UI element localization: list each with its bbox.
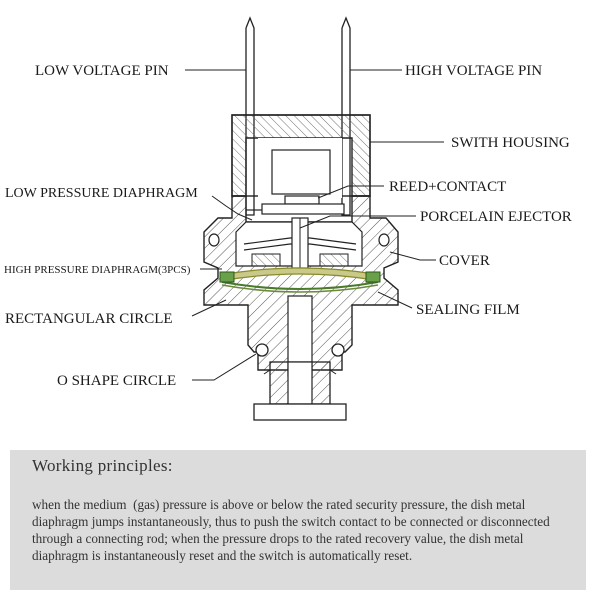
principles-body: when the medium (gas) pressure is above … (32, 497, 550, 563)
label-low-pressure-diaphragm: LOW PRESSURE DIAPHRAGM (5, 186, 198, 201)
reed-contact (246, 195, 345, 215)
pressure-switch-diagram: LOW VOLTAGE PIN HIGH VOLTAGE PIN SWITH H… (4, 16, 572, 421)
label-sealing-film: SEALING FILM (416, 302, 520, 318)
principles-title: Working principles: (32, 456, 173, 475)
label-rectangular-circle: RECTANGULAR CIRCLE (5, 311, 173, 327)
inner-chamber (258, 138, 342, 198)
label-high-voltage-pin: HIGH VOLTAGE PIN (405, 63, 542, 79)
label-reed-contact: REED+CONTACT (389, 179, 506, 195)
leader-lines (185, 69, 444, 381)
label-high-pressure-diaphragm: HIGH PRESSURE DIAPHRAGM(3PCS) (4, 264, 191, 276)
high-pressure-diaphragm (219, 267, 381, 293)
label-cover: COVER (439, 253, 490, 269)
label-switch-housing: SWITH HOUSING (451, 135, 570, 151)
lower-fitting (253, 361, 347, 421)
label-o-shape-circle: O SHAPE CIRCLE (57, 373, 176, 389)
label-low-voltage-pin: LOW VOLTAGE PIN (35, 63, 169, 79)
upper-cavity (235, 217, 363, 269)
label-porcelain-ejector: PORCELAIN EJECTOR (420, 209, 572, 225)
cover-o-rings (208, 233, 390, 247)
o-shape-circle (255, 343, 345, 357)
working-principles-panel: Working principles: when the medium (gas… (10, 450, 586, 590)
